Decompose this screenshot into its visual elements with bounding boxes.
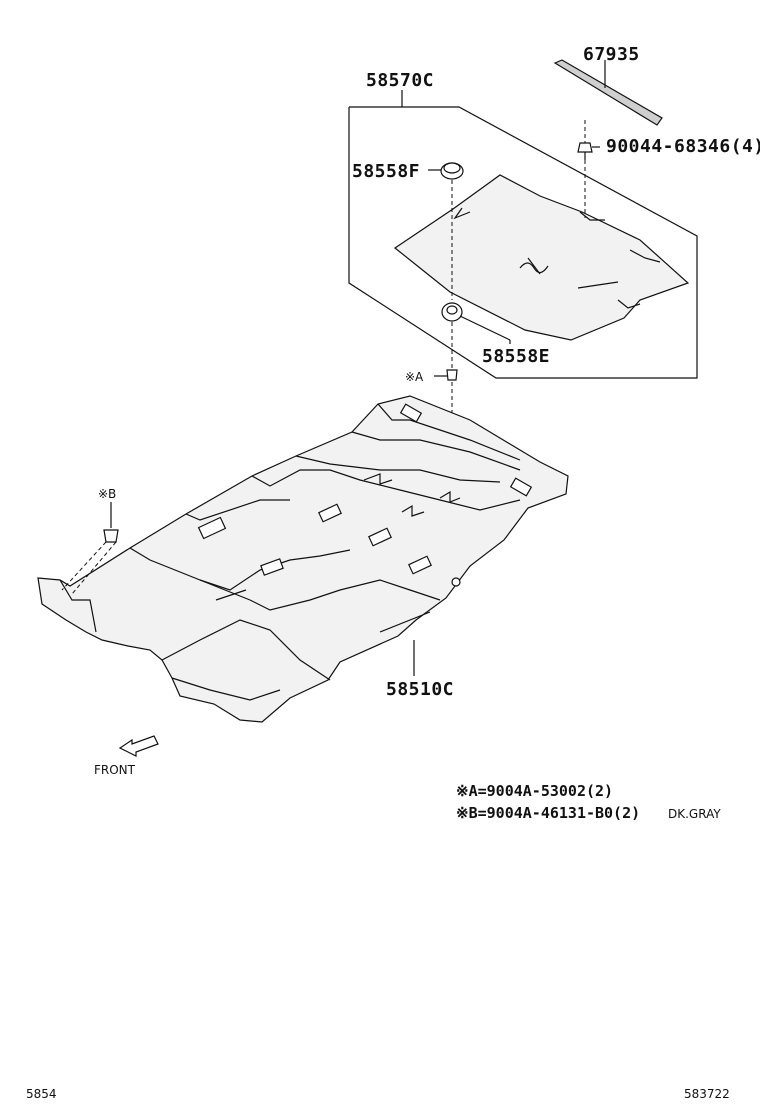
- floor-carpet-58510c: [37, 395, 569, 723]
- clip-b: [61, 502, 119, 595]
- label-58558f: 58558F: [352, 161, 420, 182]
- front-arrow-icon: [118, 735, 159, 757]
- box-58570c: [348, 90, 698, 379]
- clip-90044: [577, 120, 600, 218]
- strip-67935: [553, 59, 663, 126]
- label-58510c: 58510C: [386, 679, 454, 700]
- note-a: ※A=9004A-53002(2): [456, 782, 613, 800]
- label-58558e: 58558E: [482, 346, 550, 367]
- grommet-58558e: [441, 302, 511, 368]
- label-67935: 67935: [583, 44, 640, 65]
- cap-58558f: [428, 162, 464, 300]
- luggage-mat: [393, 174, 690, 341]
- label-90044: 90044-68346(4): [606, 136, 760, 157]
- front-label: FRONT: [94, 763, 136, 777]
- note-b: ※B=9004A-46131-B0(2): [456, 804, 640, 822]
- note-b-color: DK.GRAY: [668, 807, 721, 821]
- label-58570c: 58570C: [366, 70, 434, 91]
- callout-b: ※B: [98, 487, 116, 501]
- footer-left: 5854: [26, 1087, 57, 1101]
- callout-a: ※A: [405, 370, 424, 384]
- footer-right: 583722: [684, 1087, 730, 1101]
